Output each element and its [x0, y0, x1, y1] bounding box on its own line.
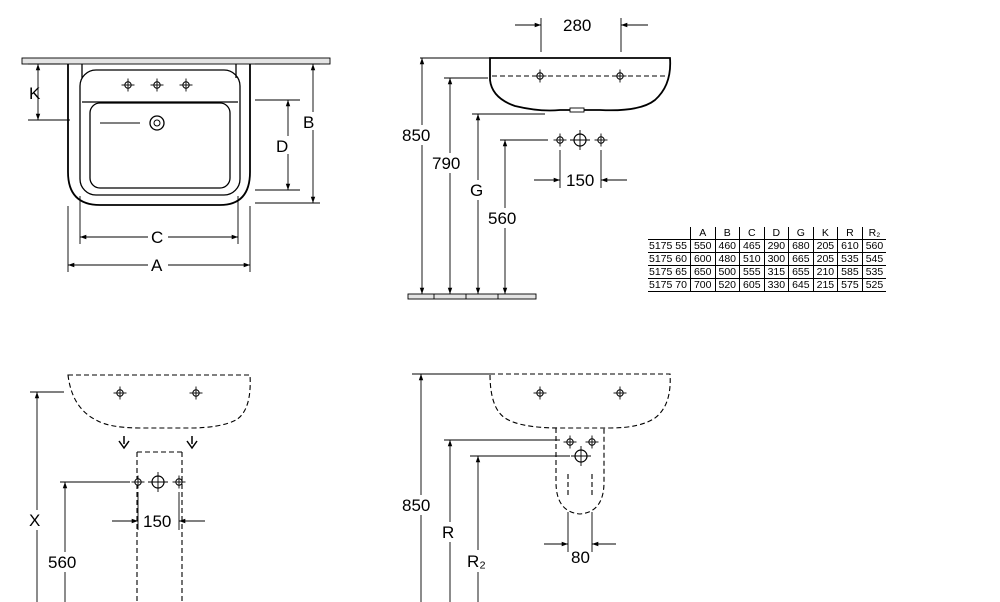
table-cell: 5175 60 — [648, 252, 691, 266]
table-cell: 680 — [788, 239, 814, 253]
table-cell: 465 — [739, 239, 765, 253]
dim-k-label: K — [29, 84, 41, 103]
floor-side — [407, 293, 537, 300]
dim-560-label: 560 — [48, 553, 76, 572]
table-cell: 480 — [714, 252, 740, 266]
semi-pedestal-dashed — [555, 428, 605, 515]
table-cell: 535 — [861, 265, 887, 279]
dim-80-label: 80 — [571, 548, 590, 567]
basin-outline-front — [67, 64, 251, 206]
table-cell: 550 — [689, 239, 715, 253]
semi-pedestal-view: 850 R R₂ 80 — [401, 373, 671, 602]
basin-dashed-outline — [489, 373, 671, 429]
dim-850-label: 850 — [402, 126, 430, 145]
dim-a-label: A — [151, 256, 163, 275]
table-cell: 460 — [714, 239, 740, 253]
dim-b-label: B — [303, 113, 314, 132]
table-cell: 645 — [788, 278, 814, 292]
pedestal-view: X 560 150 — [28, 374, 251, 602]
table-row: 5175 70 700 520 605 330 645 215 575 525 — [648, 278, 887, 292]
supply-valve-icon — [594, 133, 608, 147]
dim-560-label: 560 — [488, 209, 516, 228]
side-view: 280 850 790 G 560 150 — [401, 16, 672, 300]
arrow-down-icon — [186, 436, 198, 450]
table-cell: 600 — [689, 252, 715, 266]
table-cell: 215 — [812, 278, 838, 292]
column-header: C — [739, 227, 765, 240]
front-view: K D B C A — [21, 57, 331, 275]
waste-connection-icon — [147, 471, 169, 493]
dim-150-label: 150 — [566, 171, 594, 190]
tap-hole-icon — [150, 78, 164, 92]
table-cell: 585 — [837, 265, 863, 279]
table-cell: 330 — [763, 278, 789, 292]
basin-side-profile — [489, 57, 672, 112]
table-cell: 655 — [788, 265, 814, 279]
table-cell: 210 — [812, 265, 838, 279]
column-header: A — [689, 227, 715, 240]
column-header: R — [837, 227, 863, 240]
table-cell: 5175 70 — [648, 278, 691, 292]
table-row: 5175 65 650 500 555 315 655 210 585 535 — [648, 265, 887, 279]
table-cell: 520 — [714, 278, 740, 292]
table-cell: 535 — [837, 252, 863, 266]
table-header-row: A B C D G K R R₂ — [648, 227, 887, 240]
table-cell: 610 — [837, 239, 863, 253]
table-cell: 700 — [689, 278, 715, 292]
column-header: D — [763, 227, 789, 240]
table-cell: 510 — [739, 252, 765, 266]
table-cell: 560 — [861, 239, 887, 253]
table-cell: 315 — [763, 265, 789, 279]
dim-850-label: 850 — [402, 496, 430, 515]
dim-x-label: X — [29, 511, 40, 530]
basin-dashed-outline — [67, 374, 251, 429]
dim-r2-label: R₂ — [467, 552, 486, 571]
table-cell: 545 — [861, 252, 887, 266]
column-header: R₂ — [861, 227, 887, 240]
tap-hole-icon — [121, 78, 135, 92]
table-row: 5175 60 600 480 510 300 665 205 535 545 — [648, 252, 887, 266]
column-header: G — [788, 227, 814, 240]
dim-280-label: 280 — [563, 16, 591, 35]
basin-inner-front — [79, 69, 241, 196]
table-cell: 300 — [763, 252, 789, 266]
bowl-front — [89, 102, 231, 189]
arrow-down-icon — [118, 436, 130, 450]
drain-icon — [149, 115, 165, 131]
supply-valve-icon — [553, 133, 567, 147]
table-cell: 605 — [739, 278, 765, 292]
dim-c-label: C — [151, 228, 163, 247]
dim-d-label: D — [276, 137, 288, 156]
column-header: B — [714, 227, 740, 240]
table-cell: 5175 65 — [648, 265, 691, 279]
column-header: K — [812, 227, 838, 240]
table-row: 5175 55 550 460 465 290 680 205 610 560 — [648, 239, 887, 253]
waste-connection-icon — [569, 129, 591, 151]
wall-top-front — [21, 57, 331, 65]
tap-hole-icon — [179, 78, 193, 92]
table-cell: 525 — [861, 278, 887, 292]
dim-790-label: 790 — [432, 154, 460, 173]
table-cell: 575 — [837, 278, 863, 292]
table-cell: 500 — [714, 265, 740, 279]
table-cell: 290 — [763, 239, 789, 253]
waste-connection-icon — [570, 445, 592, 467]
table-cell: 5175 55 — [648, 239, 691, 253]
dim-g-label: G — [470, 181, 483, 200]
table-cell: 205 — [812, 252, 838, 266]
dim-150-label: 150 — [143, 512, 171, 531]
table-cell: 650 — [689, 265, 715, 279]
column-header — [648, 227, 691, 240]
table-cell: 205 — [812, 239, 838, 253]
table-cell: 665 — [788, 252, 814, 266]
dimensions-table: A B C D G K R R₂ 5175 55 550 460 465 290… — [648, 227, 887, 292]
dim-r-label: R — [442, 523, 454, 542]
table-cell: 555 — [739, 265, 765, 279]
